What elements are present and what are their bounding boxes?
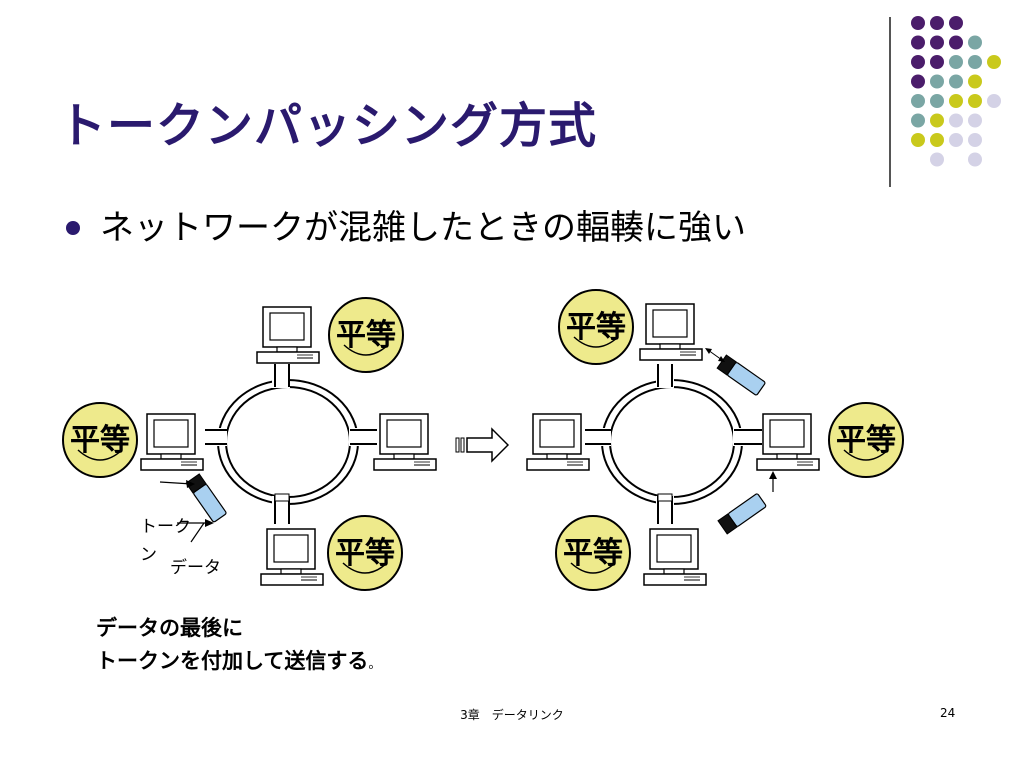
deco-dot (930, 16, 944, 30)
page-number: 24 (940, 706, 956, 720)
note-line-2-text: トークンを付加して送信する (96, 649, 369, 673)
token-left (185, 473, 228, 524)
deco-dot (968, 133, 982, 147)
token-right-lower (717, 492, 768, 535)
badge-right-top-label: 平等 (566, 310, 626, 345)
deco-dot (911, 35, 925, 50)
deco-dot (949, 94, 963, 108)
data-label: データ (170, 557, 221, 578)
title-divider (889, 17, 891, 187)
footer-chapter: 3章 データリンク (460, 708, 564, 722)
deco-dot (911, 55, 925, 69)
deco-dot (949, 113, 963, 128)
right-ring-inner (609, 386, 735, 498)
note-line-2: トークンを付加して送信する。 (96, 645, 381, 681)
computer-right-top (639, 303, 703, 361)
deco-dot (930, 133, 944, 147)
deco-dot (930, 35, 944, 50)
right-ring-network (526, 303, 820, 586)
deco-dot (987, 94, 1001, 108)
left-ring-inner (225, 386, 351, 498)
token-label: トーク ン (140, 517, 196, 565)
computer-right-bottom (643, 528, 707, 586)
note-period: 。 (368, 657, 382, 672)
note: データの最後に トークンを付加して送信する。 (96, 612, 381, 681)
bullet-dot (66, 221, 80, 235)
badge-left-left: 平等 (62, 402, 138, 478)
deco-dot (911, 94, 925, 108)
deco-dot (968, 113, 982, 128)
badge-left-bottom-label: 平等 (335, 536, 395, 571)
deco-dot (930, 152, 944, 167)
badge-left-bottom: 平等 (327, 515, 403, 591)
deco-dot (930, 74, 944, 89)
deco-dot (930, 55, 944, 69)
badge-right-top: 平等 (558, 289, 634, 365)
deco-dot (968, 35, 982, 50)
deco-dot (949, 55, 963, 69)
computer-right-right (756, 413, 820, 471)
deco-dot (968, 152, 982, 167)
computer-left-right (373, 413, 437, 471)
right-ring-outer (601, 379, 743, 505)
token-passing-diagram: トーク ン データ (62, 289, 904, 591)
deco-dot (930, 94, 944, 108)
deco-dot (911, 16, 925, 30)
deco-dot (968, 55, 982, 69)
bullet-text: ネットワークが混雑したときの輻輳に強い (100, 208, 746, 248)
deco-dot (911, 133, 925, 147)
deco-dot (949, 74, 963, 89)
deco-dot (968, 74, 982, 89)
deco-dot (949, 35, 963, 50)
badge-left-top: 平等 (328, 297, 404, 373)
left-ring-outer (217, 379, 359, 505)
computer-left-top (256, 306, 320, 364)
token-right-upper (716, 354, 767, 397)
computer-left-left (140, 413, 204, 471)
deco-dot (987, 55, 1001, 69)
badge-right-right: 平等 (828, 402, 904, 478)
badge-right-right-label: 平等 (836, 423, 896, 458)
deco-dot (968, 94, 982, 108)
computer-left-bottom (260, 528, 324, 586)
deco-dot (911, 74, 925, 89)
computer-right-left (526, 413, 590, 471)
left-ring-network: トーク ン データ (140, 306, 437, 586)
note-line-1: データの最後に (96, 616, 243, 640)
deco-dot (949, 133, 963, 147)
deco-dot (949, 16, 963, 30)
badge-right-bottom: 平等 (555, 515, 631, 591)
badge-right-bottom-label: 平等 (563, 536, 623, 571)
decorative-dot-grid (911, 16, 1001, 167)
badge-left-top-label: 平等 (336, 318, 396, 353)
deco-dot (911, 113, 925, 128)
transition-arrow (455, 427, 510, 463)
deco-dot (930, 113, 944, 128)
slide-title: トークンパッシング方式 (58, 98, 598, 154)
badge-left-left-label: 平等 (70, 423, 130, 458)
